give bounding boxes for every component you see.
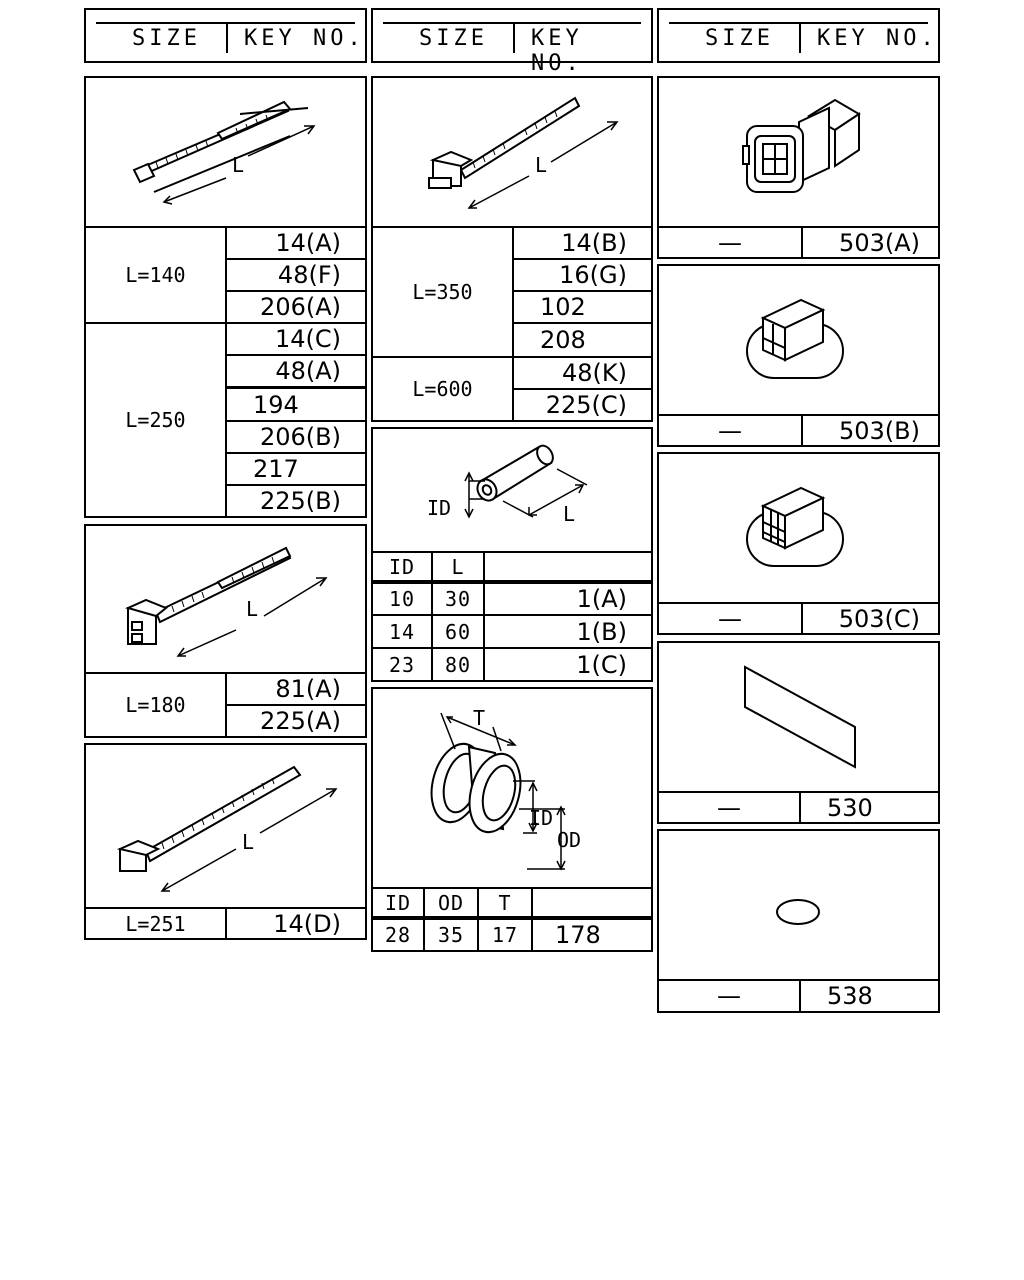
connector-a-figure [657,76,940,228]
key-cell: 14(D) [225,907,367,940]
key-cell: 14(B) [512,226,653,260]
cable-tie-b-figure: L [84,524,367,674]
grommet-figure: T ID OD [371,687,653,889]
table-cell: 10 [371,582,433,616]
cable-tie-c-figure: L [84,743,367,909]
header-col1: SIZE KEY NO. [84,8,367,63]
size-cell: L=350 [371,226,514,358]
size-header: SIZE [705,26,774,51]
size-header: SIZE [132,26,201,51]
grommet-id-label: ID [529,806,553,830]
table-cell: 30 [431,582,485,616]
table-cell: 17 [477,918,533,952]
key-cell: 225(C) [512,388,653,422]
size-cell: L=600 [371,356,514,422]
header-col3: SIZE KEY NO. [657,8,940,63]
key-cell: 503(C) [801,602,940,635]
dash-cell: — [657,414,803,447]
connector-b-figure [657,264,940,416]
key-cell: 1(B) [483,614,653,649]
grommet-header-t: T [477,887,533,920]
key-cell: 225(B) [225,484,367,518]
table-cell: 60 [431,614,485,649]
grommet-t-label: T [473,706,485,730]
dim-L-label: L [232,153,244,177]
connector-a-drawing [742,98,861,193]
key-cell: 530 [799,791,940,824]
table-cell: 28 [371,918,425,952]
size-cell: L=140 [84,226,227,324]
cable-tie-c-drawing: L [116,765,338,892]
size-header: SIZE [419,26,488,51]
key-cell: 503(B) [801,414,940,447]
table-cell: 23 [371,647,433,682]
tape-figure [657,641,940,793]
seal-figure [657,829,940,981]
cable-tie-a-drawing: L [132,100,316,205]
key-cell: 14(A) [225,226,367,260]
key-cell: 81(A) [225,672,367,706]
cable-tie-d-figure: L [371,76,653,228]
tube-drawing: ID L [427,444,588,526]
tube-header-key [483,551,653,584]
dim-L-label: L [242,830,254,854]
cable-tie-a-figure: L [84,76,367,228]
dim-L-label: L [535,153,547,177]
tube-l-label: L [563,502,575,526]
key-cell: 208 [512,322,653,358]
cable-tie-d-drawing: L [428,96,619,209]
dash-cell: — [657,226,803,259]
tube-figure: ID L [371,427,653,553]
key-no-header: KEY NO. [817,26,938,51]
table-cell: 80 [431,647,485,682]
tube-header-l: L [431,551,485,584]
header-col2: SIZE KEY NO. [371,8,653,76]
size-cell: L=250 [84,322,227,518]
table-cell: 14 [371,614,433,649]
key-cell: 178 [531,918,653,952]
dash-cell: — [657,791,801,824]
key-no-header: KEY NO. [244,26,365,51]
tube-id-label: ID [427,496,451,520]
key-cell: 1(C) [483,647,653,682]
key-cell: 102 [512,290,653,324]
connector-c-figure [657,452,940,604]
table-cell: 35 [423,918,479,952]
connector-c-drawing [746,486,844,567]
key-cell: 538 [799,979,940,1013]
key-cell: 48(F) [225,258,367,292]
connector-b-drawing [746,298,844,379]
key-cell: 1(A) [483,582,653,616]
key-cell: 14(C) [225,322,367,356]
key-cell: 206(A) [225,290,367,324]
size-cell: L=180 [84,672,227,738]
tube-header-id: ID [371,551,433,584]
key-cell: 48(K) [512,356,653,390]
key-cell: 48(A) [225,354,367,388]
key-cell: 206(B) [225,420,367,454]
dash-cell: — [657,979,801,1013]
grommet-od-label: OD [557,828,581,852]
key-cell: 194 [225,387,367,422]
key-cell: 503(A) [801,226,940,259]
grommet-header-od: OD [423,887,479,920]
seal-drawing [776,899,820,925]
grommet-header-id: ID [371,887,425,920]
key-cell: 225(A) [225,704,367,738]
tape-drawing [744,665,856,769]
dash-cell: — [657,602,803,635]
key-cell: 16(G) [512,258,653,292]
cable-tie-b-drawing: L [125,546,328,657]
grommet-drawing: T ID OD [430,706,581,871]
size-cell: L=251 [84,907,227,940]
dim-L-label: L [246,597,258,621]
key-no-header: KEY NO. [531,26,583,76]
key-cell: 217 [225,452,367,486]
grommet-header-key [531,887,653,920]
